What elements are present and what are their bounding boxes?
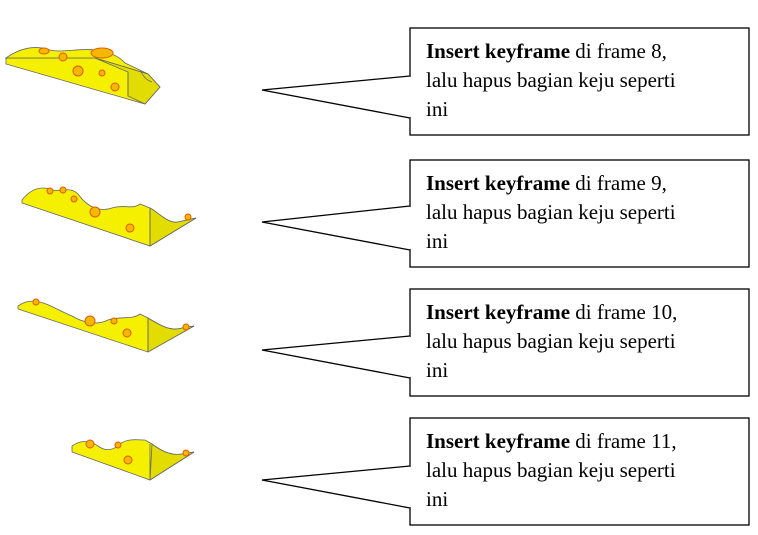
callout-pointer-4 bbox=[261, 465, 411, 509]
callout-text-1: Insert keyframe di frame 8, lalu hapus b… bbox=[426, 37, 744, 124]
callout-line-2: lalu hapus bagian keju seperti bbox=[426, 200, 676, 224]
callout-2 bbox=[261, 159, 750, 268]
callout-box-4 bbox=[409, 417, 750, 526]
callout-4 bbox=[261, 417, 750, 526]
callout-pointer-3 bbox=[261, 335, 411, 379]
cheese-wedge-frame-10 bbox=[17, 298, 195, 353]
keyword: Insert keyframe bbox=[426, 429, 571, 453]
callout-line-3: ini bbox=[426, 229, 449, 253]
callout-1 bbox=[261, 27, 750, 136]
callout-line-1: Insert keyframe di frame 10, bbox=[426, 298, 744, 327]
callout-box-2 bbox=[409, 159, 750, 268]
cheese-wedge-frame-9 bbox=[21, 186, 197, 247]
callout-box-3 bbox=[409, 288, 750, 397]
callout-line-2: lalu hapus bagian keju seperti bbox=[426, 458, 676, 482]
callout-pointer-2 bbox=[261, 205, 411, 251]
callout-line-1: Insert keyframe di frame 8, bbox=[426, 37, 744, 66]
callout-3 bbox=[261, 288, 750, 397]
callout-line-3: ini bbox=[426, 358, 449, 382]
frame-text: di frame 10, bbox=[570, 300, 678, 324]
callout-text-3: Insert keyframe di frame 10, lalu hapus … bbox=[426, 298, 744, 385]
callout-text-4: Insert keyframe di frame 11, lalu hapus … bbox=[426, 427, 744, 514]
frame-text: di frame 9, bbox=[570, 171, 667, 195]
callout-line-1: Insert keyframe di frame 11, bbox=[426, 427, 744, 456]
callout-line-3: ini bbox=[426, 97, 449, 121]
keyword: Insert keyframe bbox=[426, 300, 571, 324]
callout-line-1: Insert keyframe di frame 9, bbox=[426, 169, 744, 198]
frame-text: di frame 8, bbox=[570, 39, 667, 63]
cheese-wedge-frame-11 bbox=[71, 439, 195, 481]
keyword: Insert keyframe bbox=[426, 39, 571, 63]
frame-text: di frame 11, bbox=[570, 429, 677, 453]
keyword: Insert keyframe bbox=[426, 171, 571, 195]
callout-text-2: Insert keyframe di frame 9, lalu hapus b… bbox=[426, 169, 744, 256]
callout-line-2: lalu hapus bagian keju seperti bbox=[426, 329, 676, 353]
callout-pointer-1 bbox=[261, 75, 411, 119]
callout-line-2: lalu hapus bagian keju seperti bbox=[426, 68, 676, 92]
callout-line-3: ini bbox=[426, 487, 449, 511]
callout-box-1 bbox=[409, 27, 750, 136]
cheese-wedge-frame-8 bbox=[4, 47, 161, 105]
